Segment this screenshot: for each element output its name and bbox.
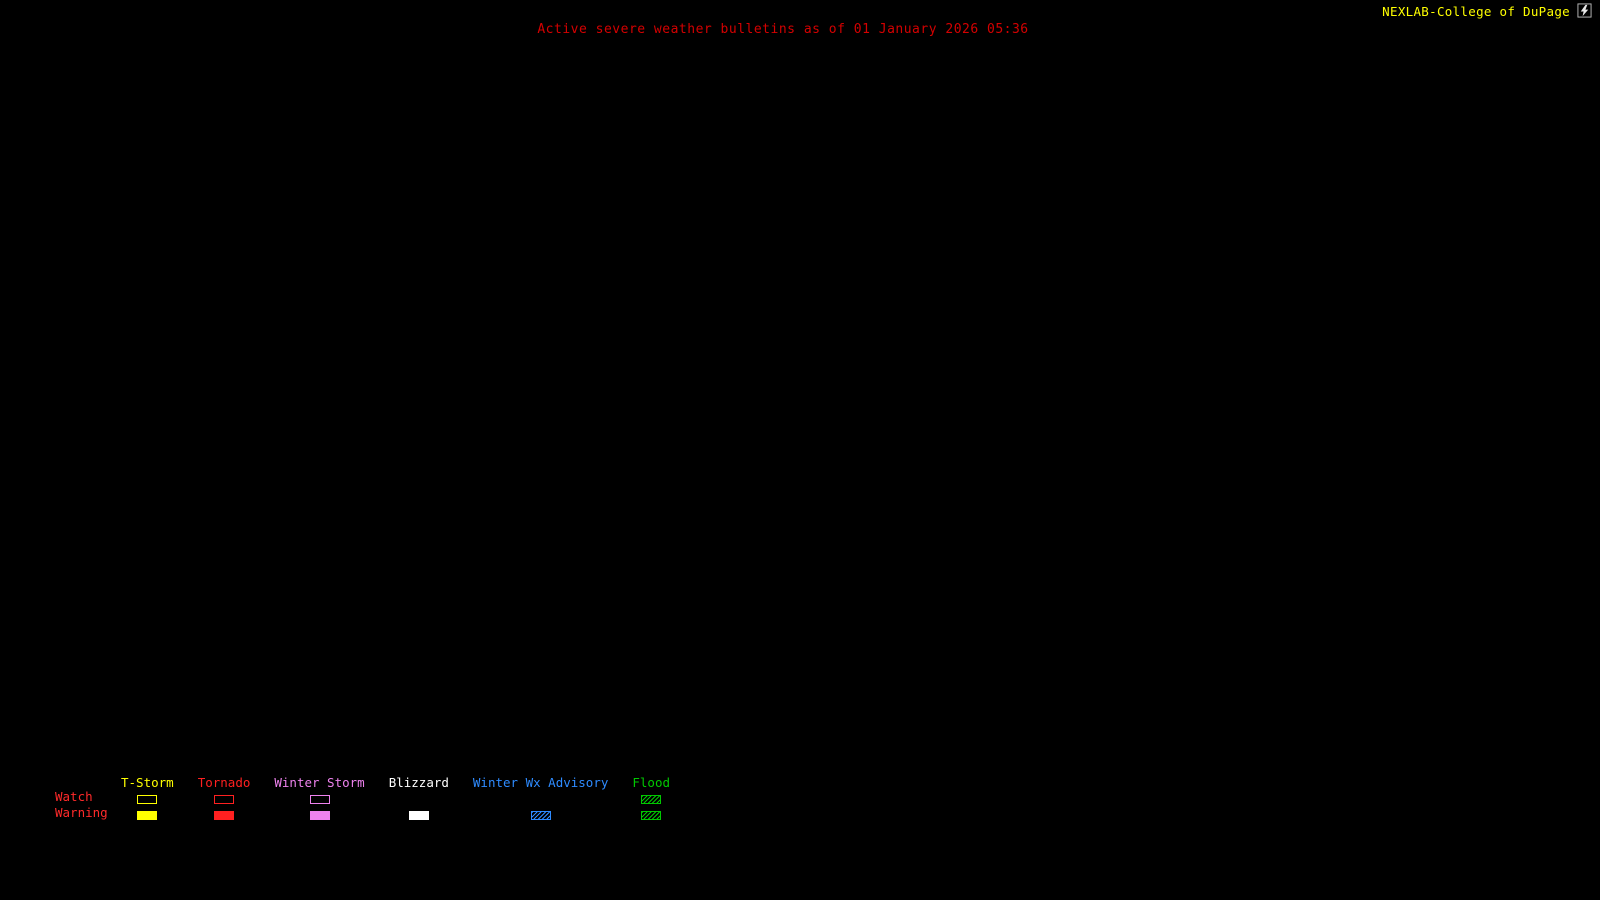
legend-watch-label: Watch [55,789,93,804]
legend-watch-swatch [309,795,330,804]
legend-warning-swatch [137,811,158,820]
legend: Watch Warning T-Storm Tornado Winter Sto… [55,776,670,822]
legend-warning-swatch [309,811,330,820]
legend-column: Winter Wx Advisory [473,776,608,822]
legend-column-label: Blizzard [388,775,449,790]
legend-column: Blizzard [389,776,449,822]
legend-watch-swatch [641,795,662,804]
legend-row-labels: Watch Warning [55,776,121,822]
legend-column: Winter Storm [274,775,365,822]
nexlab-brand: NEXLAB-College of DuPage [1382,4,1570,19]
legend-warning-label: Warning [55,805,108,820]
legend-column: T-Storm [121,776,174,822]
legend-warning-swatch [530,811,551,820]
legend-column-label: T-Storm [121,775,174,790]
legend-columns: T-Storm Tornado Winter Storm Blizzard [121,776,670,822]
cod-weather-logo-icon [1577,3,1592,18]
legend-column-label: Winter Storm [274,775,365,790]
legend-column: Flood [632,776,670,822]
legend-column: Tornado [197,775,251,822]
legend-column-label: Tornado [197,775,251,790]
legend-column-label: Flood [632,775,671,790]
legend-watch-swatch [137,795,158,804]
legend-warning-swatch [641,811,662,820]
legend-warning-swatch [214,811,235,820]
legend-warning-swatch [408,811,429,820]
bulletin-title: Active severe weather bulletins as of 01… [537,22,1029,37]
legend-column-label: Winter Wx Advisory [472,775,609,790]
legend-watch-swatch [214,795,235,804]
